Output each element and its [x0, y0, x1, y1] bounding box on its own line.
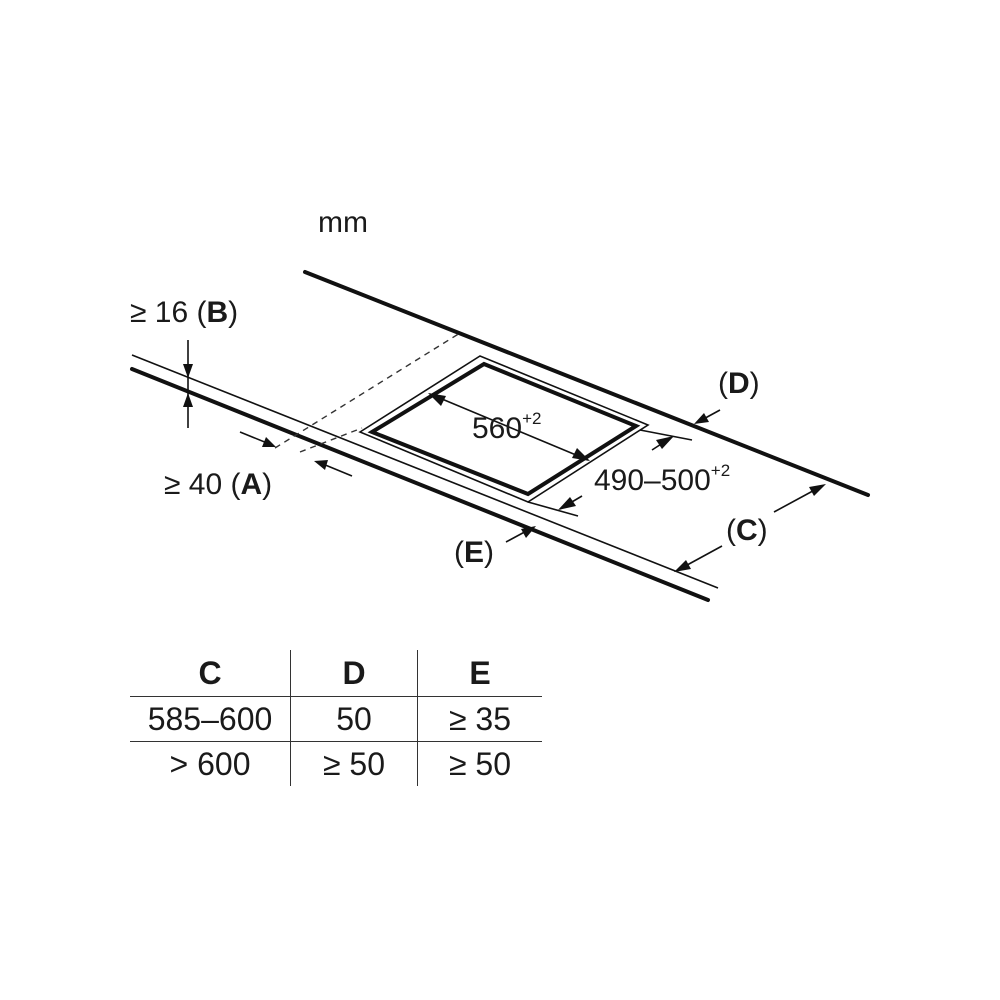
c-arrow-lower-icon [674, 560, 691, 572]
worktop-front-top-edge [131, 354, 719, 589]
depth-arrow-upper-icon [656, 436, 674, 449]
label-c: (C) [726, 514, 768, 547]
c-arrow-upper-icon [809, 484, 826, 496]
table-cell: ≥ 50 [290, 741, 418, 786]
b-arrow-up-icon [183, 393, 193, 407]
dashed-guide-back [274, 332, 461, 449]
table-cell: 50 [290, 696, 418, 742]
a-arrow-right-icon [314, 460, 328, 470]
depth-ext-back [639, 429, 693, 441]
b-arrow-down-icon [183, 364, 193, 378]
depth-arrow-lower-icon [558, 497, 576, 510]
table-cell: ≥ 50 [448, 746, 512, 782]
label-a: ≥ 40 (A) [164, 468, 272, 501]
dimension-table: C D E 585–600 50 ≥ 35 > 600 ≥ 50 ≥ 50 [130, 650, 542, 786]
table-row: > 600 ≥ 50 ≥ 50 [130, 741, 542, 786]
depth-ext-front [527, 501, 579, 517]
table-row: 585–600 50 ≥ 35 [130, 696, 542, 742]
worktop-front-bottom-edge [130, 367, 710, 602]
table-header-d: D [290, 650, 418, 697]
dashed-guide-left [299, 427, 363, 453]
label-b: ≥ 16 (B) [130, 296, 238, 329]
width-arrow-left-icon [428, 393, 446, 406]
table-header-e: E [417, 650, 542, 697]
table-cell: 585–600 [130, 696, 291, 742]
e-arrow-icon [521, 526, 536, 538]
table-header-row: C D E [130, 650, 542, 697]
a-arrow-left-icon [262, 437, 276, 447]
table-header-c: C [130, 650, 291, 697]
worktop-back-edge [303, 270, 870, 497]
table-cell: ≥ 35 [417, 696, 542, 742]
width-dim-line [429, 393, 589, 461]
label-depth: 490–500+2 [594, 461, 730, 497]
label-d: (D) [718, 367, 760, 400]
width-arrow-right-icon [572, 448, 590, 461]
unit-label: mm [318, 206, 368, 239]
cutout-outer [358, 355, 650, 503]
d-arrow-icon [694, 413, 709, 424]
label-e: (E) [454, 536, 494, 569]
label-width: 560+2 [472, 409, 541, 445]
cutout-inner [367, 361, 641, 497]
table-cell: > 600 [130, 741, 291, 786]
